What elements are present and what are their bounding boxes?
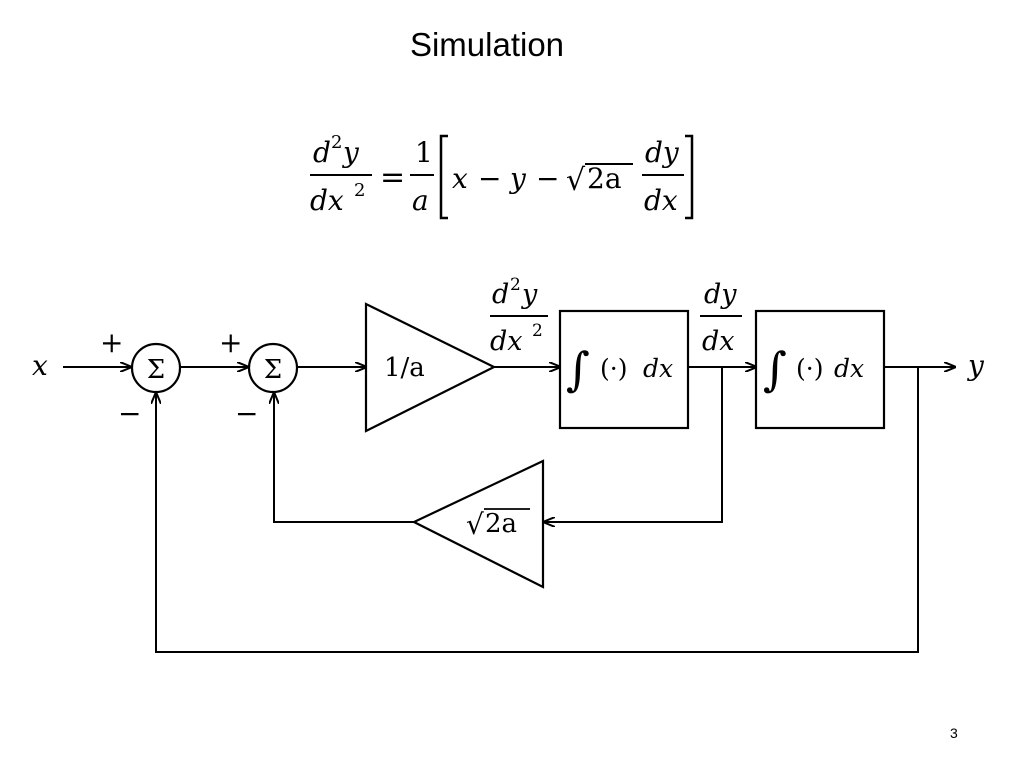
integrator2-differential: dx [834, 354, 864, 383]
signal-label-second-derivative: d 2 y dx 2 [490, 275, 548, 357]
eq-term-x: x [452, 162, 468, 195]
sum1-sigma: Σ [147, 355, 165, 385]
integrator1-operand: (·) [600, 354, 627, 383]
integrator1-differential: dx [643, 354, 673, 383]
eq-lhs-den-dx: dx [310, 184, 344, 217]
eq-right-bracket [685, 134, 694, 220]
input-label: x [32, 349, 48, 382]
feedback-gain-radical: √ [466, 508, 484, 541]
feedback-gain-radicand: 2a [485, 509, 517, 539]
sig-d2y-num-y: y [521, 279, 538, 310]
sum1-plus-sign: + [100, 326, 123, 359]
eq-dy: dy [645, 136, 680, 169]
integrator-block-2 [754, 309, 886, 430]
eq-lhs-num-exp: 2 [331, 132, 342, 153]
forward-gain-block [364, 302, 497, 433]
governing-equation: d 2 y dx 2 = 1 a x − y − √ 2a dy dx [310, 132, 694, 220]
eq-radicand: 2a [587, 162, 622, 195]
arrow-inner-feedback-to-gain [544, 367, 723, 522]
sig-d2y-num-d: d [492, 279, 509, 310]
eq-minus-1: − [478, 162, 501, 195]
sig-d2y-den-dx: dx [490, 326, 523, 357]
signal-label-first-derivative: dy dx [700, 279, 742, 357]
eq-equals: = [380, 160, 405, 195]
eq-minus-2: − [536, 162, 559, 195]
sig-dy-den: dx [702, 326, 735, 357]
eq-coef-num: 1 [415, 136, 433, 169]
sig-dy-num: dy [704, 279, 737, 310]
arrow-inner-feedback-to-sum2 [274, 393, 414, 523]
integrator-block-1 [558, 309, 690, 430]
sum2-sigma: Σ [264, 355, 282, 385]
sum1-minus-sign: − [118, 397, 141, 430]
feedback-gain-block [411, 459, 545, 589]
integrator2-integral-sign: ∫ [763, 342, 787, 396]
forward-gain-label: 1/a [384, 353, 425, 383]
output-label: y [966, 349, 985, 382]
eq-coef-den: a [412, 184, 429, 217]
integrator2-operand: (·) [796, 354, 823, 383]
sig-d2y-den-exp: 2 [532, 321, 543, 341]
eq-term-y: y [508, 162, 527, 195]
sig-d2y-num-exp: 2 [510, 275, 521, 295]
eq-lhs-num-y: y [341, 136, 360, 169]
eq-radical-sign: √ [566, 163, 586, 198]
eq-lhs-num-d: d [313, 136, 331, 169]
eq-lhs-den-exp: 2 [354, 180, 365, 201]
arrow-outer-feedback-to-sum1 [156, 367, 919, 653]
eq-dx: dx [644, 184, 678, 217]
page-number: 3 [950, 725, 958, 741]
slide-title: Simulation [409, 26, 565, 63]
block-diagram: x Σ + − Σ + − 1/a d 2 y dx 2 ∫ (·) dx [32, 275, 985, 653]
sum2-plus-sign: + [219, 326, 242, 359]
integrator1-integral-sign: ∫ [566, 342, 590, 396]
sum2-minus-sign: − [235, 397, 258, 430]
eq-left-bracket [439, 134, 448, 220]
